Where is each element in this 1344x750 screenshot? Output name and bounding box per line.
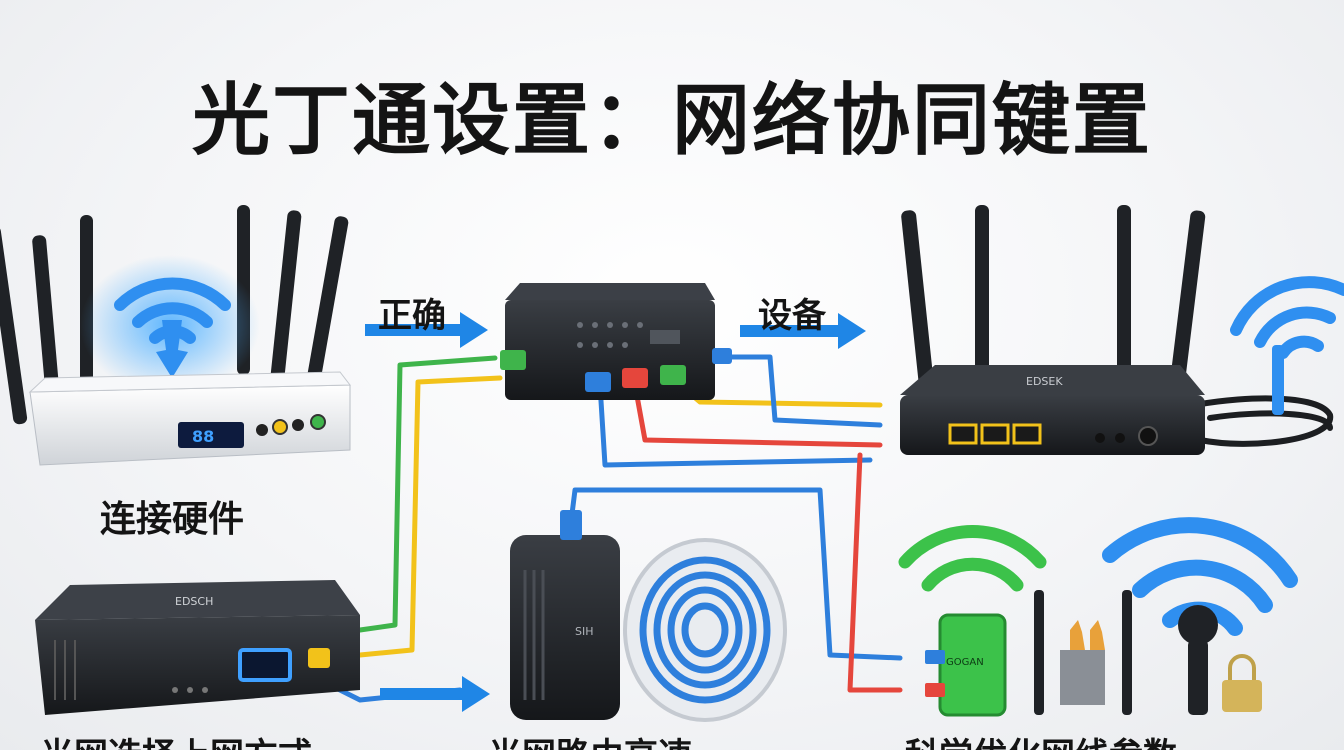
arrow-right-icon <box>365 312 488 348</box>
network-switch <box>500 283 732 400</box>
router-brand-label: EDSEK <box>1026 375 1063 388</box>
label-arrow-left: 正确 <box>378 296 446 336</box>
label-bottom-left: 光网选择上网方式 <box>40 728 312 750</box>
power-port <box>1138 426 1158 446</box>
port-dot <box>310 414 326 430</box>
wifi-icon <box>898 525 1047 592</box>
red-cable-switch-to-router <box>632 382 883 448</box>
switch-port-red <box>622 368 648 388</box>
label-bottom-mid: 光网路由高速 <box>488 728 692 750</box>
black-router: EDSEK <box>900 205 1206 455</box>
page-title: 光丁通设置：网络协同键置 <box>191 76 1152 166</box>
small-antennas <box>1034 590 1132 715</box>
green-adapter-board: GOGAN <box>925 613 1007 717</box>
label-hardware: 连接硬件 <box>100 499 245 540</box>
green-cable-modem-to-switch <box>357 355 498 633</box>
spiral-disc <box>623 538 787 722</box>
port-dot <box>292 419 304 431</box>
antenna-mast <box>1272 345 1284 415</box>
switch-port-green-2 <box>660 365 686 385</box>
blue-cable-switch-to-router <box>717 354 883 428</box>
red-cable-to-green-board <box>847 452 903 693</box>
powerline-adapter: SIH <box>510 510 620 720</box>
antenna-with-lock <box>1178 605 1262 715</box>
yellow-cable-modem-to-switch <box>357 375 503 658</box>
arrow-right-icon <box>380 676 490 712</box>
modem-port-yellow <box>308 648 330 668</box>
wifi-icon <box>1230 276 1344 359</box>
switch-port-green <box>500 350 526 370</box>
port-dot <box>256 424 268 436</box>
svg-text:88: 88 <box>192 427 214 446</box>
modem-brand-label: EDSCH <box>175 595 213 608</box>
switch-port-blue-2 <box>712 348 732 364</box>
label-bottom-right: 科学优化网线参数 <box>905 728 1177 750</box>
port-dot <box>272 419 288 435</box>
black-cable-coil <box>1192 395 1334 447</box>
router-indicator-icon <box>156 320 188 378</box>
arrow-right-icon <box>740 313 866 349</box>
white-router: 88 <box>0 205 351 466</box>
blue-cable-switch-down <box>597 382 873 468</box>
modem-lan-port <box>238 648 292 682</box>
switch-tag: SIH <box>575 625 594 638</box>
switch-port-blue <box>585 372 611 392</box>
label-arrow-right: 设备 <box>758 296 826 336</box>
modem-box: EDSCH <box>35 580 360 715</box>
green-board-tag: GOGAN <box>946 657 984 668</box>
router-lan-ports <box>948 423 1042 445</box>
router-display <box>178 422 244 448</box>
